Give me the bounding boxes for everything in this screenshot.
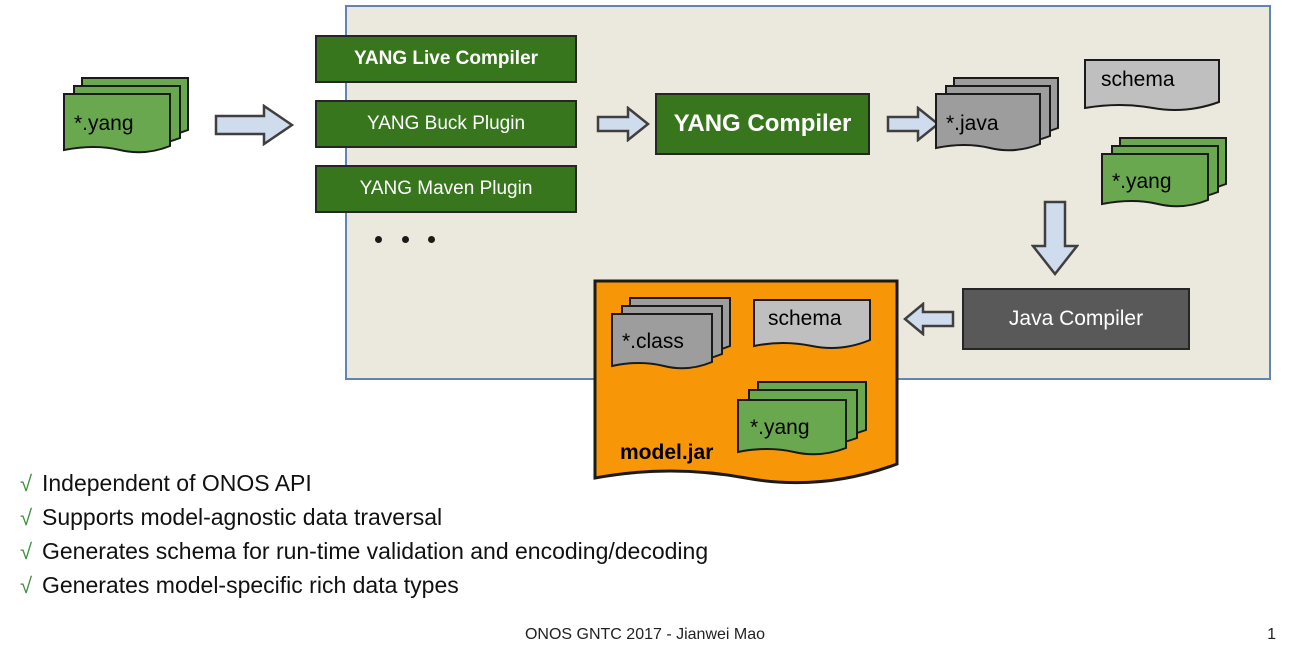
arrow-left-icon xyxy=(903,301,955,337)
document-output-yang: *.yang xyxy=(1100,134,1230,216)
document-label: *.class xyxy=(622,330,684,353)
document-label: *.yang xyxy=(1112,170,1172,193)
feature-bullet-list: √ Independent of ONOS API √ Supports mod… xyxy=(20,470,940,606)
plugin-box-yang-buck-plugin[interactable]: YANG Buck Plugin xyxy=(315,100,577,148)
arrow-down-icon xyxy=(1030,200,1080,277)
ellipsis-more-plugins xyxy=(375,236,435,243)
slide-footer-note: ONOS GNTC 2017 - Jianwei Mao xyxy=(524,626,766,643)
bullet-text: Independent of ONOS API xyxy=(42,470,312,496)
java-compiler-label: Java Compiler xyxy=(1008,307,1144,331)
document-output-java: *.java xyxy=(932,72,1062,162)
slide-page-number: 1 xyxy=(1267,626,1276,643)
arrow-outputs-to-javac xyxy=(1030,200,1080,281)
bullet-item: √ Generates schema for run-time validati… xyxy=(20,538,940,568)
bullet-text: Generates model-specific rich data types xyxy=(42,572,459,598)
yang-compiler-label: YANG Compiler xyxy=(673,109,852,137)
document-jar-class: *.class xyxy=(610,294,734,380)
yang-compiler-box[interactable]: YANG Compiler xyxy=(655,93,870,155)
document-stack-green-icon xyxy=(737,381,867,456)
document-label: schema xyxy=(1101,68,1175,91)
check-icon: √ xyxy=(20,505,33,530)
document-light-gray-icon xyxy=(753,299,871,349)
arrow-right-icon xyxy=(214,103,295,147)
document-output-schema: schema xyxy=(1083,58,1223,120)
document-stack-green-icon xyxy=(63,77,189,154)
model-jar-label: model.jar xyxy=(620,441,714,464)
document-jar-schema: schema xyxy=(752,298,874,358)
document-stack-gray-icon xyxy=(611,297,731,370)
java-compiler-box[interactable]: Java Compiler xyxy=(962,288,1190,350)
ellipsis-dot xyxy=(401,236,409,243)
document-input-yang: *.yang xyxy=(60,72,192,162)
bullet-item: √ Generates model-specific rich data typ… xyxy=(20,572,940,602)
document-stack-gray-icon xyxy=(935,77,1059,152)
bullet-text: Generates schema for run-time validation… xyxy=(42,538,709,564)
arrow-right-icon xyxy=(886,105,941,143)
arrow-yang-to-plugins xyxy=(214,103,295,151)
document-label: *.yang xyxy=(750,416,810,439)
check-icon: √ xyxy=(20,573,33,598)
bullet-item: √ Independent of ONOS API xyxy=(20,470,940,500)
bullet-text: Supports model-agnostic data traversal xyxy=(42,504,443,530)
arrow-plugins-to-compiler xyxy=(596,105,651,147)
arrow-right-icon xyxy=(596,105,651,143)
plugin-box-yang-maven-plugin[interactable]: YANG Maven Plugin xyxy=(315,165,577,213)
document-stack-green-icon xyxy=(1101,137,1227,208)
plugin-label: YANG Buck Plugin xyxy=(366,112,526,134)
ellipsis-dot xyxy=(375,236,382,243)
model-jar-container: *.class schema *.yang model.jar xyxy=(592,278,900,500)
check-icon: √ xyxy=(20,471,33,496)
document-label: *.yang xyxy=(74,112,134,135)
arrow-compiler-to-outputs xyxy=(886,105,941,147)
document-label: *.java xyxy=(946,112,999,135)
check-icon: √ xyxy=(20,539,33,564)
bullet-item: √ Supports model-agnostic data traversal xyxy=(20,504,940,534)
plugin-label: YANG Maven Plugin xyxy=(359,177,533,199)
arrow-javac-to-jar xyxy=(903,301,955,341)
document-light-gray-icon xyxy=(1084,59,1220,111)
document-label: schema xyxy=(768,307,842,330)
plugin-label: YANG Live Compiler xyxy=(353,47,539,69)
plugin-box-yang-live-compiler[interactable]: YANG Live Compiler xyxy=(315,35,577,83)
document-jar-yang: *.yang xyxy=(736,378,870,464)
ellipsis-dot xyxy=(428,236,435,243)
